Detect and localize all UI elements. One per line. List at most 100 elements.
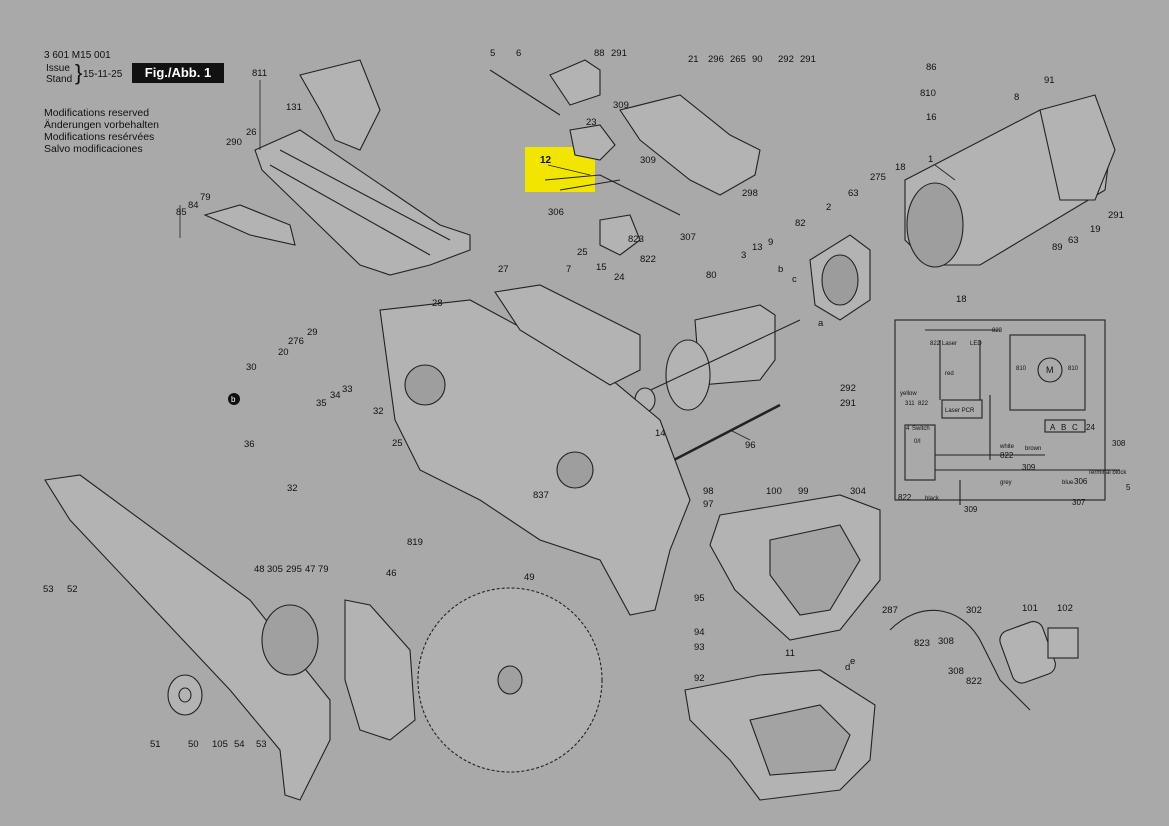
part-label-51: 51 <box>150 739 161 750</box>
part-label-50: 50 <box>188 739 199 750</box>
part-label-29: 29 <box>307 327 318 338</box>
switch-23 <box>569 124 616 161</box>
part-label-25: 25 <box>577 247 588 258</box>
part-label-32: 32 <box>287 483 298 494</box>
cover-27 <box>494 284 641 386</box>
part-label-7: 7 <box>566 264 571 275</box>
part-label-79: 79 <box>200 192 211 203</box>
brace: } <box>75 60 83 85</box>
part-label-54: 54 <box>234 739 245 750</box>
modification-line-es: Salvo modificaciones <box>44 143 143 155</box>
part-label-93: 93 <box>694 642 705 653</box>
connector-label-c: c <box>792 274 797 285</box>
wiring-5: 5 <box>1126 483 1131 492</box>
part-label-291: 291 <box>800 54 816 65</box>
part-label-15: 15 <box>596 262 607 273</box>
wiring-309-bottom: 309 <box>964 505 978 514</box>
part-label-36: 36 <box>244 439 255 450</box>
wiring-laser-pcr <box>941 399 983 419</box>
handle-top <box>299 59 381 151</box>
part-label-2: 2 <box>826 202 831 213</box>
part-label-32: 32 <box>373 406 384 417</box>
wiring-terminal-block: Terminal block <box>1088 470 1127 476</box>
cable-306 <box>559 179 621 191</box>
flange-50-inner <box>178 687 192 703</box>
part-label-84: 84 <box>188 200 199 211</box>
laser-cable <box>889 609 1031 711</box>
blade-guard-segment <box>344 599 416 741</box>
part-label-810: 810 <box>920 88 936 99</box>
part-label-102: 102 <box>1057 603 1073 614</box>
wiring-laser-pcr: Laser PCR <box>945 408 975 414</box>
part-label-12: 12 <box>540 155 552 166</box>
wiring-laser: Laser <box>942 341 957 347</box>
part-label-131: 131 <box>286 102 302 113</box>
part-label-95: 95 <box>694 593 705 604</box>
connector-label-b: b <box>778 264 783 275</box>
part-label-48: 48 <box>254 564 265 575</box>
lower-guard <box>44 474 331 801</box>
wiring-grey: grey <box>1000 480 1012 486</box>
part-label-89: 89 <box>1052 242 1063 253</box>
wiring-switch-number: 4 <box>906 426 910 432</box>
part-label-291: 291 <box>1108 210 1124 221</box>
wiring-307: 307 <box>1072 498 1086 507</box>
part-label-79: 79 <box>318 564 329 575</box>
upper-guard <box>254 129 471 276</box>
part-label-309: 309 <box>640 155 656 166</box>
shaft-96 <box>669 403 781 464</box>
wiring-822: 822 <box>930 341 941 347</box>
connector-label-e: e <box>850 656 855 667</box>
part-label-305: 305 <box>267 564 283 575</box>
part-label-80: 80 <box>706 270 717 281</box>
part-label-34: 34 <box>330 390 341 401</box>
wiring-823: 823 <box>992 328 1003 334</box>
wiring-yellow: yellow <box>900 391 917 397</box>
part-label-308: 308 <box>938 636 954 647</box>
stand-label: Stand <box>46 74 73 85</box>
wiring-308: 308 <box>1112 439 1126 448</box>
part-label-287: 287 <box>882 605 898 616</box>
part-label-308: 308 <box>948 666 964 677</box>
wiring-switch-0-i: 0/I <box>914 439 921 445</box>
part-label-91: 91 <box>1044 75 1055 86</box>
part-label-98: 98 <box>703 486 714 497</box>
issue-label: Issue <box>46 63 70 74</box>
part-label-8: 8 <box>1014 92 1019 103</box>
modification-line-en: Modifications reserved <box>44 107 150 119</box>
part-label-18: 18 <box>895 162 906 173</box>
part-label-53: 53 <box>256 739 267 750</box>
wiring-822-black: 822 <box>898 493 912 502</box>
wiring-822-grey: 822 <box>918 401 929 407</box>
part-label-296: 296 <box>708 54 724 65</box>
part-label-26: 26 <box>246 127 257 138</box>
part-label-63: 63 <box>848 188 859 199</box>
armature-shaft <box>639 319 801 396</box>
part-label-291: 291 <box>840 398 856 409</box>
laser-module-102 <box>1047 627 1079 659</box>
part-label-292: 292 <box>840 383 856 394</box>
wiring-frame <box>894 319 1106 501</box>
part-label-33: 33 <box>342 384 353 395</box>
part-label-13: 13 <box>752 242 763 253</box>
part-label-24: 24 <box>614 272 625 283</box>
issue-date: 15-11-25 <box>83 69 123 80</box>
part-label-92: 92 <box>694 673 705 684</box>
part-88 <box>549 59 601 106</box>
gear-housing-bore <box>404 364 446 406</box>
wiring-810-right: 810 <box>1068 366 1079 372</box>
handle-21 <box>619 94 761 196</box>
guard-rib <box>269 149 451 256</box>
part-label-290: 290 <box>226 137 242 148</box>
wiring-motor-box <box>1009 334 1086 411</box>
part-label-86: 86 <box>926 62 937 73</box>
part-label-306: 306 <box>548 207 564 218</box>
part-label-823: 823 <box>628 234 644 245</box>
lower-guard-hub <box>261 604 319 676</box>
wiring-black: black <box>925 496 940 502</box>
part-label-822: 822 <box>966 676 982 687</box>
part-label-275: 275 <box>870 172 886 183</box>
cable-5-6 <box>489 69 561 116</box>
modification-line-de: Änderungen vorbehalten <box>44 119 160 131</box>
wiring-810-left: 810 <box>1016 366 1027 372</box>
